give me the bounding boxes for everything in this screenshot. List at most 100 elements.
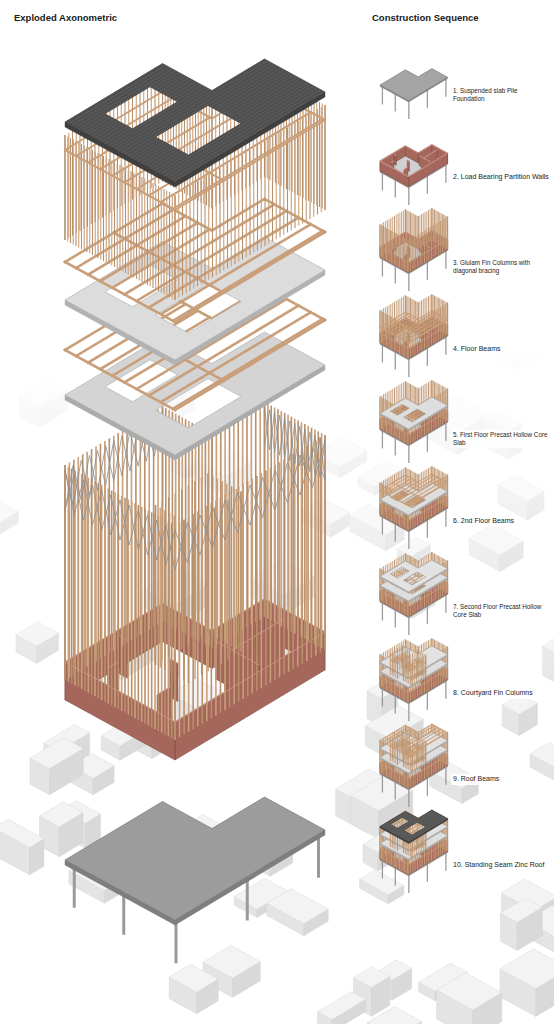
glulam-fin [407, 648, 408, 671]
glulam-fin [395, 650, 396, 673]
slab [380, 69, 448, 101]
glulam-fin [443, 215, 444, 248]
building-roof [437, 973, 502, 1010]
glulam-fin [214, 507, 215, 667]
glulam-fin [73, 460, 75, 675]
pile [427, 778, 428, 796]
sequence-model [380, 804, 448, 893]
glulam-fin [418, 216, 419, 249]
pile [382, 602, 383, 620]
glulam-fin [138, 505, 140, 720]
pile [445, 509, 446, 527]
standing-seam [161, 84, 311, 174]
glulam-fin [447, 217, 448, 250]
glulam-fin [408, 240, 409, 273]
glulam-fin [113, 436, 115, 651]
glulam-fin [417, 650, 418, 673]
glulam-fin [425, 655, 426, 678]
standing-seam [95, 48, 245, 138]
slab [380, 560, 448, 592]
standing-seam [174, 91, 324, 181]
roof-seams [68, 34, 324, 182]
glulam-fin [174, 493, 175, 653]
glulam-fin [201, 428, 203, 643]
glulam-fin [414, 214, 415, 247]
glulam-fin [246, 413, 248, 628]
glulam-fin [418, 216, 419, 249]
pile [73, 866, 76, 908]
glulam-fin [229, 423, 231, 638]
pile [427, 606, 428, 624]
wall-top [419, 156, 430, 162]
pile [408, 617, 409, 635]
pile [408, 789, 409, 807]
pile [395, 782, 396, 800]
pile [408, 273, 409, 291]
glulam-fin [442, 214, 443, 247]
glulam-fin [447, 217, 448, 250]
pile [445, 595, 446, 613]
building-roof [0, 819, 44, 847]
glulam-fin [380, 225, 381, 258]
glulam-fin [422, 653, 423, 676]
sequence-model [380, 638, 448, 721]
glulam-fin [124, 498, 126, 713]
pile [395, 868, 396, 886]
building-roof [500, 898, 542, 922]
building-roof [169, 964, 218, 992]
glulam-fin [425, 741, 426, 764]
pile [408, 875, 409, 893]
glulam-fin [155, 505, 156, 665]
glulam-fin [405, 209, 406, 242]
diagonal-brace [265, 407, 326, 477]
pile [445, 251, 446, 269]
brick-wall [394, 154, 396, 165]
glulam-fin [236, 489, 237, 649]
glulam-fin [194, 481, 195, 641]
glulam-fin [396, 215, 397, 248]
pile [408, 703, 409, 721]
diagonal-brace [65, 470, 175, 565]
pile [122, 893, 125, 935]
pile [395, 94, 396, 112]
building-roof [500, 949, 554, 989]
fin-columns [65, 402, 325, 740]
standing-seam [108, 55, 258, 145]
glulam-fin [410, 654, 411, 677]
glulam-fin [421, 214, 422, 247]
pile [382, 172, 383, 190]
glulam-fin [188, 485, 189, 645]
brick-wall [409, 153, 448, 186]
standing-seam [144, 75, 294, 165]
glulam-fin [383, 222, 384, 255]
glulam-fin [404, 238, 405, 270]
wall-top [407, 160, 409, 161]
pile [395, 696, 396, 714]
standing-seam [118, 61, 268, 151]
glulam-fin [441, 213, 442, 246]
glulam-fin [274, 408, 276, 623]
glulam-fin [292, 454, 294, 669]
glulam-fin [406, 210, 407, 243]
glulam-fin [284, 413, 286, 628]
pile [246, 879, 249, 921]
standing-seam [105, 54, 255, 144]
standing-seam [131, 68, 281, 158]
sequence-model [380, 208, 448, 291]
glulam-fin [425, 741, 426, 764]
standing-seam [157, 82, 307, 172]
diagonal-brace [65, 475, 175, 570]
glulam-fin [240, 492, 241, 652]
sequence-model [380, 294, 448, 377]
glulam-fin [394, 216, 395, 249]
floor-beam [393, 733, 422, 749]
glulam-fin [423, 213, 424, 246]
glulam-fin [409, 211, 410, 244]
glulam-fin [409, 641, 410, 674]
pile [382, 344, 383, 362]
sequence-model [380, 724, 448, 807]
standing-seam [88, 45, 238, 135]
standing-seam [124, 64, 274, 154]
glulam-fin [221, 481, 222, 641]
standing-seam [121, 63, 271, 153]
